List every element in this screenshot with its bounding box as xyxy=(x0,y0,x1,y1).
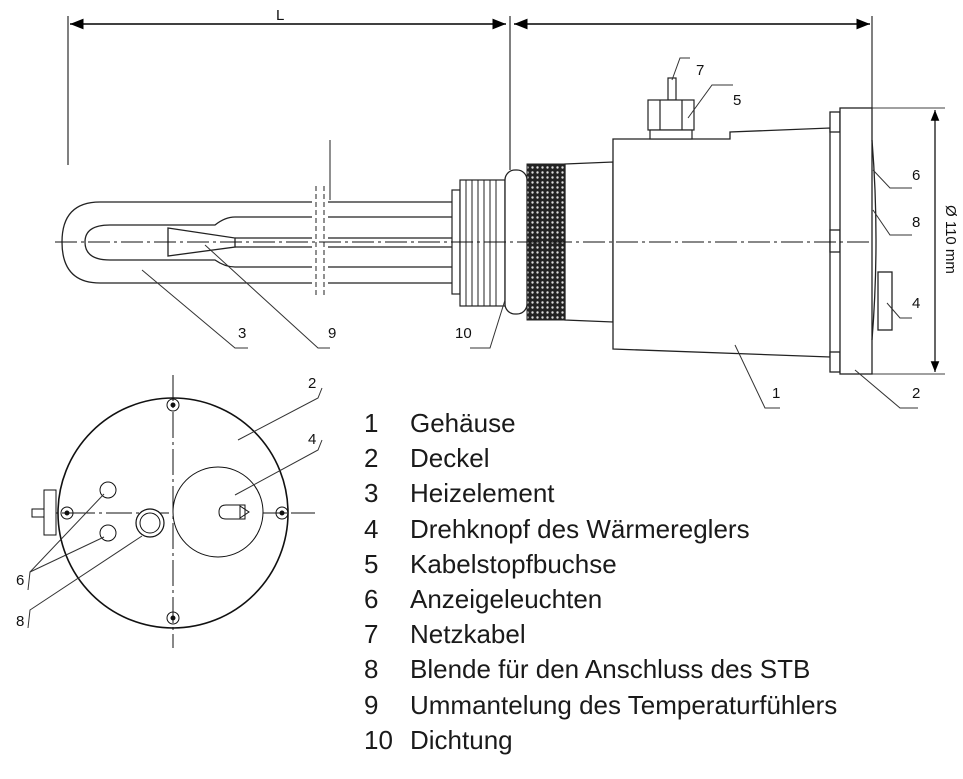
legend-number: 10 xyxy=(364,724,393,755)
legend-text: Heizelement xyxy=(410,478,555,509)
legend-text: Blende für den Anschluss des STB xyxy=(410,654,811,685)
legend-number: 1 xyxy=(364,408,379,439)
legend-item: 5 Kabelstopfbuchse xyxy=(364,547,837,582)
screws xyxy=(60,398,289,625)
legend-item: 7 Netzkabel xyxy=(364,617,837,652)
callout-1: 1 xyxy=(772,385,780,402)
cable-gland xyxy=(647,77,695,140)
legend-item: 1 Gehäuse xyxy=(364,406,837,441)
callout-9: 9 xyxy=(328,325,336,342)
legend-item: 2 Deckel xyxy=(364,441,837,476)
legend-number: 2 xyxy=(364,443,379,474)
legend-text: Deckel xyxy=(410,443,490,474)
callout-2: 2 xyxy=(912,385,920,402)
legend-item: 4 Drehknopf des Wärmereglers xyxy=(364,512,837,547)
front-callout-8: 8 xyxy=(16,613,24,630)
legend-text: Ummantelung des Temperaturfühlers xyxy=(410,689,838,720)
legend-number: 3 xyxy=(364,478,379,509)
legend-item: 6 Anzeigeleuchten xyxy=(364,582,837,617)
callout-6: 6 xyxy=(912,167,920,184)
callout-5: 5 xyxy=(733,92,741,109)
legend-text: Dichtung xyxy=(410,724,513,755)
legend-item: 10 Dichtung xyxy=(364,723,837,758)
legend-text: Drehknopf des Wärmereglers xyxy=(410,513,750,544)
legend-number: 8 xyxy=(364,654,379,685)
length-label: L xyxy=(276,7,284,24)
front-callout-6: 6 xyxy=(16,572,24,589)
front-callout-4: 4 xyxy=(308,431,316,448)
callout-3: 3 xyxy=(238,325,246,342)
parts-legend: 1 Gehäuse 2 Deckel 3 Heizelement 4 Drehknopf… xyxy=(364,406,837,758)
callout-8: 8 xyxy=(912,214,920,231)
legend-text: Netzkabel xyxy=(410,619,526,650)
callout-4: 4 xyxy=(912,295,920,312)
side-leaders xyxy=(141,57,918,409)
flange-cover xyxy=(829,107,893,375)
heating-element xyxy=(61,140,452,298)
legend-number: 9 xyxy=(364,689,379,720)
legend-number: 7 xyxy=(364,619,379,650)
legend-number: 6 xyxy=(364,584,379,615)
legend-item: 8 Blende für den Anschluss des STB xyxy=(364,652,837,687)
front-view xyxy=(27,375,323,648)
legend-number: 5 xyxy=(364,548,379,579)
length-dimension xyxy=(67,16,945,375)
legend-number: 4 xyxy=(364,513,379,544)
thread xyxy=(451,179,506,307)
legend-item: 9 Ummantelung des Temperaturfühlers xyxy=(364,688,837,723)
diameter-label: Ø 110 mm xyxy=(942,205,959,274)
legend-text: Kabelstopfbuchse xyxy=(410,548,617,579)
legend-text: Anzeigeleuchten xyxy=(410,584,603,615)
callout-10: 10 xyxy=(455,325,472,342)
callout-7: 7 xyxy=(696,62,704,79)
legend-text: Gehäuse xyxy=(410,408,516,439)
thermostat-knob xyxy=(877,271,893,331)
legend-item: 3 Heizelement xyxy=(364,476,837,511)
front-callout-2: 2 xyxy=(308,375,316,392)
